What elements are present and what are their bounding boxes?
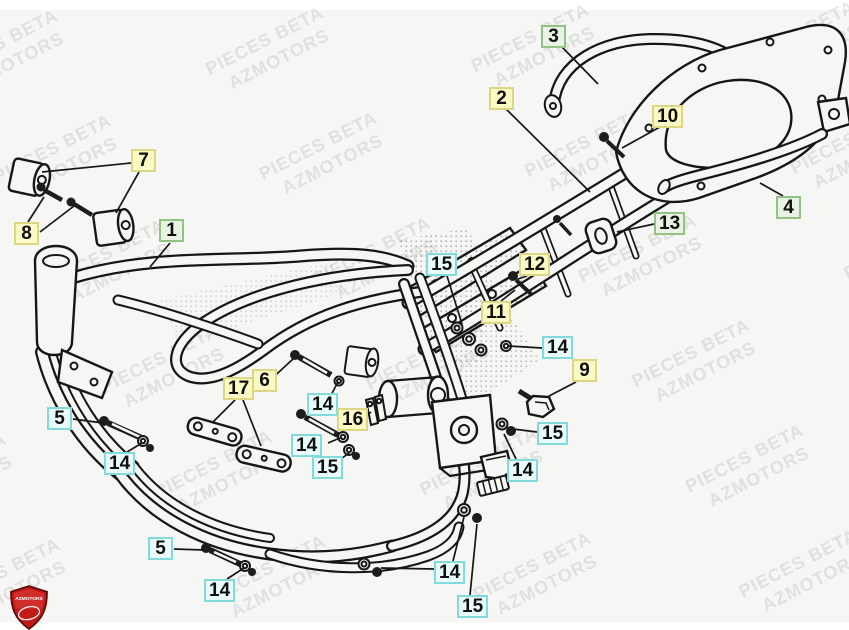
part-number-label-15: 15 — [457, 595, 489, 618]
part-number-label-15: 15 — [312, 456, 344, 479]
part-number-label-3: 3 — [541, 25, 566, 48]
leader-line — [759, 182, 784, 197]
part-number-label-17: 17 — [223, 377, 255, 400]
leader-line — [126, 442, 143, 453]
leader-line — [327, 437, 341, 444]
leader-line — [512, 428, 538, 433]
leader-line — [452, 516, 465, 562]
leader-line — [115, 171, 140, 214]
part-number-label-15: 15 — [426, 253, 458, 276]
part-number-label-2: 2 — [489, 87, 514, 110]
part-number-label-14: 14 — [104, 452, 136, 475]
part-number-label-16: 16 — [337, 408, 369, 431]
leader-line — [500, 289, 516, 302]
part-number-label-4: 4 — [776, 196, 801, 219]
leader-line — [226, 567, 245, 580]
part-number-label-10: 10 — [652, 105, 684, 128]
leader-line — [446, 275, 463, 325]
part-number-label-14: 14 — [291, 434, 323, 457]
grab-rail-right-part — [657, 128, 828, 195]
part-number-label-9: 9 — [572, 359, 597, 382]
part-number-label-13: 13 — [654, 212, 686, 235]
leader-line — [173, 548, 205, 551]
part-number-label-11: 11 — [481, 301, 512, 324]
part-number-label-5: 5 — [148, 537, 173, 560]
azmotors-logo: AZMOTORS — [10, 585, 48, 630]
part-number-label-14: 14 — [434, 561, 466, 584]
logo-text: AZMOTORS — [15, 596, 43, 602]
logo-shield-highlight — [13, 588, 45, 609]
leader-line — [39, 205, 75, 233]
part-number-label-12: 12 — [519, 253, 551, 276]
leader-line — [212, 399, 236, 423]
part-number-label-14: 14 — [542, 336, 574, 359]
leader-line — [507, 345, 543, 349]
part-number-label-6: 6 — [252, 369, 277, 392]
part-number-label-14: 14 — [307, 393, 339, 416]
part-number-label-8: 8 — [14, 222, 39, 245]
leader-line — [561, 46, 599, 85]
leader-line — [616, 223, 655, 233]
leader-line — [503, 433, 517, 460]
part-number-label-7: 7 — [131, 149, 156, 172]
hardware-parts — [7, 132, 626, 577]
leader-line — [505, 108, 591, 193]
part-number-label-15: 15 — [537, 422, 569, 445]
leader-line — [242, 399, 262, 447]
leader-line — [469, 523, 478, 596]
main-frame-part — [33, 244, 514, 574]
part-number-label-1: 1 — [159, 219, 184, 242]
leader-line — [517, 275, 528, 280]
leader-line — [621, 126, 661, 149]
part-number-label-14: 14 — [204, 579, 236, 602]
leader-line — [41, 162, 132, 173]
logo-swoosh — [17, 605, 41, 621]
leader-line — [27, 196, 45, 223]
leader-line — [380, 567, 435, 570]
part-number-label-14: 14 — [507, 459, 539, 482]
leader-line — [72, 418, 104, 424]
part-number-label-5: 5 — [47, 407, 72, 430]
seat-pan-part — [614, 23, 849, 204]
leader-line — [548, 381, 577, 397]
leader-line — [149, 242, 171, 268]
